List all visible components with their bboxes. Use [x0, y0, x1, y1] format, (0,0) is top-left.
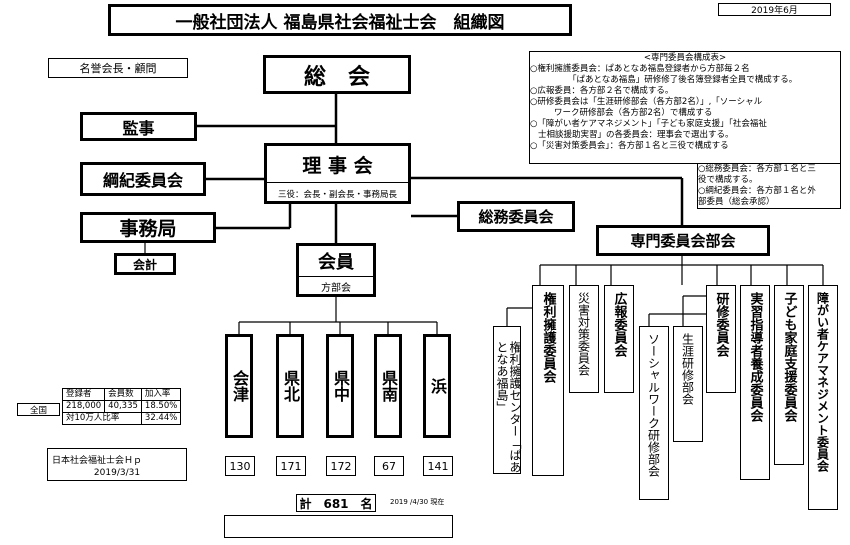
date-label: 2019年6月 [718, 3, 831, 16]
stats-registered: 218,000 [61, 400, 106, 413]
committee-kenshu: 研修委員会 [706, 285, 736, 393]
jacsw-box: 日本社会福祉士会Ｈｐ 2019/3/31 [47, 448, 187, 481]
branch-kenpoku: 県北 [276, 334, 304, 438]
branch-hama: 浜 [423, 334, 451, 438]
committee-label: ソーシャルワーク研修部会 [646, 333, 661, 477]
committee-shogai-kenshu: 生涯研修部会 [673, 326, 703, 442]
stats-header: 会員数 [104, 388, 142, 401]
committee-kenri-yogo: 権利擁護委員会 [532, 285, 564, 476]
committee-sw-kenshu: ソーシャルワーク研修部会 [639, 326, 669, 500]
committee-label: 権利擁護センター「ぱあとなあ福島」 [495, 341, 522, 473]
branch-count-hama: 141 [423, 456, 453, 476]
secretariat-box: 事務局 [80, 212, 216, 243]
committee-label: 広報委員会 [611, 292, 627, 357]
composition-line: 士相談援助実習」の各委員会：理事会で選出する。 [538, 130, 734, 140]
committee-label: 障がい者ケアマネジメント委員会 [815, 292, 830, 472]
composition-sub-line: 部委員（総会承認） [698, 197, 775, 207]
composition-line: ○「障がい者ケアマネジメント」「子ども家庭支援」「社会福祉 [530, 119, 767, 129]
committee-koho: 広報委員会 [604, 285, 634, 393]
committee-label: 権利擁護委員会 [540, 292, 556, 383]
branch-aizu: 会津 [225, 334, 253, 438]
general-affairs-box: 総務委員会 [457, 201, 575, 232]
board-box: 理 事 会 三役：会長・副会長・事務局長 [264, 143, 411, 204]
composition-line: 「ぱあとなあ福島」研修修了後名簿登録者全員で構成する。 [568, 75, 798, 85]
members-label: 会員 [299, 246, 373, 277]
composition-sub-notes: ○総務委員会：各方部１名と三 役で構成する。 ○綱紀委員会：各方部１名と外 部委… [697, 163, 841, 209]
composition-sub-line: ○総務委員会：各方部１名と三 [698, 164, 816, 174]
committee-label: 実習指導者養成委員会 [747, 292, 763, 422]
jacsw-label: 日本社会福祉士会Ｈｐ [52, 456, 143, 466]
honorary-box: 名誉会長・顧問 [48, 58, 188, 78]
stats-header: 登録者 [61, 388, 106, 401]
branch-kennan: 県南 [374, 334, 402, 438]
branch-count-aizu: 130 [225, 456, 255, 476]
composition-line: ○研修委員会は「生涯研修部会（各方部2名）」,「ソーシャル [530, 97, 763, 107]
total-box: 計 681 名 [296, 494, 376, 512]
stats-per-label: 対10万人比率 [62, 412, 142, 425]
branch-count-kennan: 67 [374, 456, 404, 476]
composition-title: <専門委員会構成表> [643, 53, 727, 63]
committee-label: 研修委員会 [713, 292, 729, 357]
committee-label: 子ども家庭支援委員会 [781, 292, 797, 422]
board-sub-label: 三役：会長・副会長・事務局長 [277, 190, 397, 200]
discipline-committee-box: 綱紀委員会 [80, 162, 206, 196]
stats-per-value: 32.44% [140, 412, 182, 425]
stats-members: 40,335 [104, 400, 142, 413]
stats-header: 加入率 [140, 388, 182, 401]
committee-kenri-center: 権利擁護センター「ぱあとなあ福島」 [493, 326, 522, 474]
composition-line: ○「災害対策委員会」：各方部１名と三役で構成する [530, 141, 729, 151]
committee-jisshu: 実習指導者養成委員会 [740, 285, 770, 480]
stats-row-label: 全国 [17, 403, 60, 416]
board-label: 理 事 会 [267, 146, 408, 183]
members-sub-label: 方部会 [321, 282, 351, 294]
branch-count-kenchu: 172 [326, 456, 356, 476]
composition-line: ○広報委員：各方部２名で構成する。 [530, 86, 674, 96]
composition-line: ○権利擁護委員会：ぱあとなあ福島登録者から方部毎２名 [530, 64, 750, 74]
committee-label: 生涯研修部会 [680, 333, 695, 405]
national-stats-table: 登録者 会員数 加入率 218,000 40,335 18.50% 対10万人比… [61, 388, 182, 425]
total-date-note: 2019 /4/30 現在 [390, 498, 445, 506]
committee-kodomo: 子ども家庭支援委員会 [774, 285, 804, 465]
stats-rate: 18.50% [140, 400, 182, 413]
branch-count-kenpoku: 171 [276, 456, 306, 476]
accounting-box: 会計 [114, 253, 176, 275]
composition-notes: <専門委員会構成表> ○権利擁護委員会：ぱあとなあ福島登録者から方部毎２名 「ぱ… [529, 51, 841, 164]
jacsw-date: 2019/3/31 [93, 468, 141, 478]
committee-label: 災害対策委員会 [576, 292, 591, 376]
branch-kenchu: 県中 [326, 334, 354, 438]
auditor-box: 監事 [80, 112, 197, 141]
page-title: 一般社団法人 福島県社会福祉士会 組織図 [108, 4, 572, 36]
composition-line: ワーク研修部会（各方部2名）で構成する [554, 108, 713, 118]
blank-box [224, 515, 453, 538]
committee-saigai: 災害対策委員会 [569, 285, 599, 393]
specialist-dept-box: 専門委員会部会 [596, 225, 770, 256]
composition-sub-line: ○綱紀委員会：各方部１名と外 [698, 186, 816, 196]
committee-caremanagement: 障がい者ケアマネジメント委員会 [808, 285, 838, 510]
general-assembly-box: 総 会 [263, 55, 411, 94]
members-box: 会員 方部会 [296, 243, 376, 297]
composition-sub-line: 役で構成する。 [698, 175, 758, 185]
